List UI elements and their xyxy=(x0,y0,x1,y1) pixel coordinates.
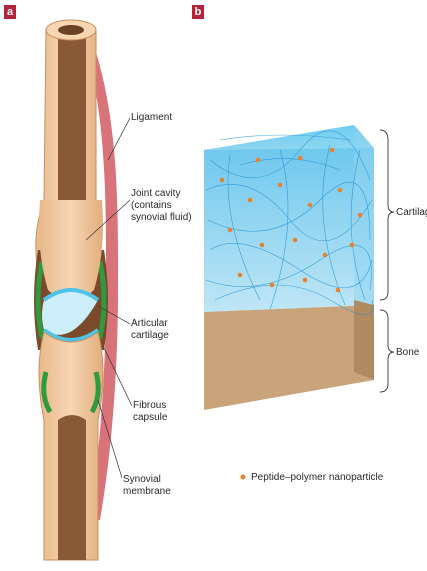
bone-brace xyxy=(380,310,394,392)
cartilage-brace xyxy=(380,130,394,300)
cube-bone xyxy=(204,305,374,410)
legend-label: Peptide–polymer nanoparticle xyxy=(251,472,383,484)
upper-marrow xyxy=(58,30,86,205)
ligament-label: Ligament xyxy=(131,112,172,124)
synovial-membrane-label: Synovial membrane xyxy=(123,474,171,498)
joint-cavity-label: Joint cavity (contains synovial fluid) xyxy=(131,188,192,224)
cartilage-label: Cartilage xyxy=(396,207,427,219)
articular-cartilage-label: Articular cartilage xyxy=(131,318,169,342)
fibrous-capsule-label: Fibrous capsule xyxy=(133,400,167,424)
cartilage-bone-cube xyxy=(204,125,374,410)
lower-marrow xyxy=(58,415,86,560)
bone-label: Bone xyxy=(396,347,419,359)
legend-dot xyxy=(241,475,246,480)
